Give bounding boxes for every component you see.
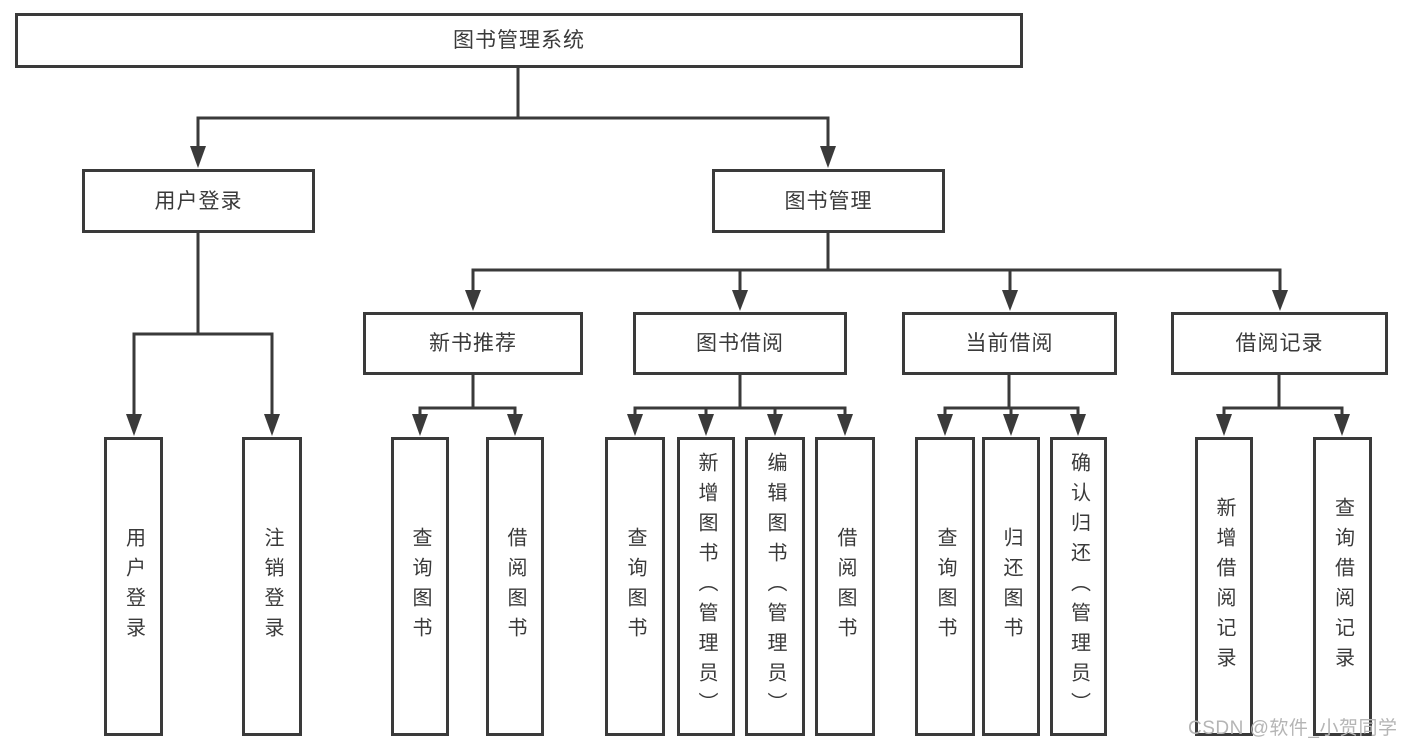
csdn-watermark: CSDN @软件_小贺同学 [1188,718,1398,739]
node-borrow-books: 借阅图书 [815,437,875,736]
node-edit-book-admin: 编辑图书（管理员） [745,437,805,736]
node-query-borrow-record: 查询借阅记录 [1313,437,1372,736]
node-logout: 注销登录 [242,437,302,736]
node-label: 图书借阅 [696,332,784,355]
node-label: 借阅图书 [504,526,526,647]
node-label: 编辑图书（管理员） [764,451,786,722]
node-query-books-borrowing: 查询图书 [605,437,665,736]
node-new-book-recommendation: 新书推荐 [363,312,583,375]
node-label: 查询借阅记录 [1331,496,1354,677]
node-query-books-current: 查询图书 [915,437,975,736]
node-book-borrowing: 图书借阅 [633,312,847,375]
node-label: 借阅记录 [1235,332,1324,355]
node-library-management-system: 图书管理系统 [15,13,1023,68]
node-user-login-group: 用户登录 [82,169,315,233]
node-current-borrowing: 当前借阅 [902,312,1117,375]
node-borrow-books-recommend: 借阅图书 [486,437,544,736]
node-label: 新增图书（管理员） [695,451,717,722]
node-add-book-admin: 新增图书（管理员） [677,437,735,736]
node-label: 查询图书 [624,526,646,647]
node-label: 注销登录 [261,526,283,647]
node-label: 用户登录 [122,526,145,647]
node-label: 图书管理系统 [453,29,585,52]
node-label: 归还图书 [1000,526,1022,647]
node-label: 查询图书 [409,526,431,647]
node-label: 新增借阅记录 [1213,496,1235,677]
node-label: 借阅图书 [834,526,856,647]
node-label: 查询图书 [934,526,956,647]
node-label: 图书管理 [784,189,873,213]
node-query-books-recommend: 查询图书 [391,437,449,736]
node-borrowing-records: 借阅记录 [1171,312,1388,375]
node-add-borrow-record: 新增借阅记录 [1195,437,1253,736]
node-label: 确认归还（管理员） [1067,451,1090,722]
node-label: 用户登录 [154,189,243,213]
node-confirm-return-admin: 确认归还（管理员） [1050,437,1107,736]
node-label: 当前借阅 [965,332,1054,355]
node-book-management: 图书管理 [712,169,945,233]
node-label: 新书推荐 [429,332,517,355]
node-user-login: 用户登录 [104,437,163,736]
node-return-books: 归还图书 [982,437,1040,736]
